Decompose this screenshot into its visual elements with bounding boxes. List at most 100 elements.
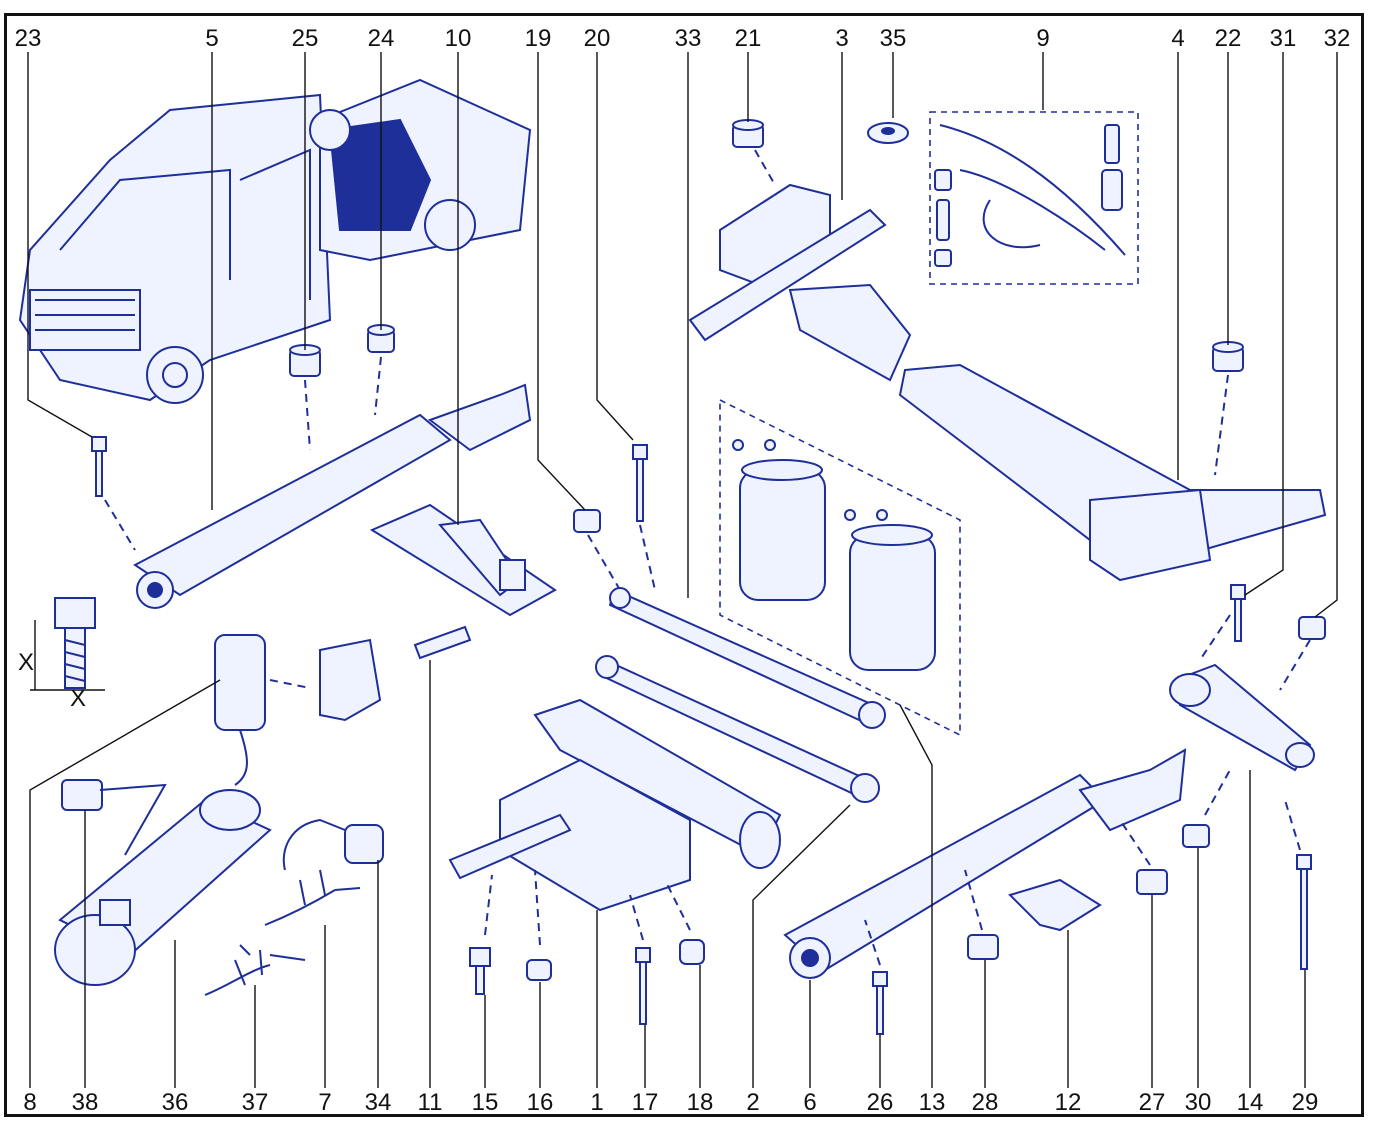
callout-34: 34 [365, 1089, 392, 1116]
cover-bracket [319, 638, 382, 722]
air-spring-kit-13 [719, 398, 961, 737]
dimension-label-x: X [18, 649, 34, 676]
callout-37: 37 [242, 1089, 269, 1116]
nut-32 [1298, 616, 1326, 640]
height-sensor-38 [61, 779, 167, 856]
callout-31: 31 [1270, 25, 1297, 52]
assembly-arrow [304, 379, 311, 451]
callout-10: 10 [445, 25, 472, 52]
nut-21 [732, 119, 764, 148]
callout-27: 27 [1139, 1089, 1166, 1116]
callout-9: 9 [1036, 25, 1049, 52]
harness-37 [204, 944, 306, 996]
nut-30 [1182, 824, 1210, 848]
callout-14: 14 [1237, 1089, 1264, 1116]
bolt-31 [1230, 584, 1246, 642]
actuator-36 [54, 789, 272, 986]
harness-7 [264, 818, 361, 926]
callouts-top: 23 5 25 24 10 19 20 33 21 3 35 9 4 22 31… [15, 25, 1351, 52]
bolt-23 [91, 436, 107, 497]
callout-12: 12 [1055, 1089, 1082, 1116]
bolt-15 [469, 947, 491, 995]
frame-rail-4 [898, 363, 1327, 582]
bolt-17 [635, 947, 651, 1025]
assembly-arrow [639, 524, 656, 591]
callout-29: 29 [1292, 1089, 1319, 1116]
valve-34 [344, 824, 384, 864]
callout-32: 32 [1324, 25, 1351, 52]
spring-bracket-10 [369, 503, 557, 617]
callout-3: 3 [835, 25, 848, 52]
callout-35: 35 [880, 25, 907, 52]
nut-28 [967, 934, 999, 960]
callout-22: 22 [1215, 25, 1242, 52]
callout-36: 36 [162, 1089, 189, 1116]
callout-26: 26 [867, 1089, 894, 1116]
callout-11: 11 [418, 1089, 443, 1116]
control-panel-8 [214, 634, 266, 786]
assembly-arrow [964, 869, 983, 931]
link-rod-33 [608, 587, 886, 729]
hose-kit-9 [929, 111, 1139, 285]
callout-16: 16 [527, 1089, 554, 1116]
assembly-arrow [864, 919, 881, 966]
callout-38: 38 [72, 1089, 99, 1116]
callout-6: 6 [803, 1089, 816, 1116]
callout-8: 8 [23, 1089, 36, 1116]
grommet-18 [679, 939, 705, 965]
assembly-arrow [1119, 819, 1151, 866]
assembly-arrow [269, 679, 311, 689]
assembly-arrow [104, 499, 136, 551]
bolt-29 [1296, 854, 1312, 970]
assembly-arrow [374, 356, 382, 416]
mounting-plate-12 [1008, 878, 1102, 932]
callout-25: 25 [292, 25, 319, 52]
bolt-20 [632, 444, 648, 522]
callout-5: 5 [205, 25, 218, 52]
callout-13: 13 [919, 1089, 946, 1116]
link-rod-2 [595, 655, 880, 803]
assembly-arrow [1199, 614, 1231, 661]
callout-4: 4 [1171, 25, 1184, 52]
callout-15: 15 [472, 1089, 499, 1116]
crossmember-3 [688, 183, 912, 382]
callouts-bottom: 8 38 36 37 7 34 11 15 16 1 17 18 2 6 26 … [23, 1089, 1318, 1116]
assembly-arrow [587, 534, 621, 591]
assembly-arrow [629, 894, 644, 941]
callout-2: 2 [746, 1089, 759, 1116]
dimension-label-x: X [70, 685, 86, 712]
assembly-arrow [1204, 769, 1231, 816]
assembly-arrow [754, 149, 776, 186]
callout-30: 30 [1185, 1089, 1212, 1116]
washer-35 [867, 122, 909, 144]
assembly-arrow [1284, 799, 1301, 851]
assembly-arrow [1279, 639, 1311, 691]
shock-absorber-14 [1169, 663, 1315, 772]
callout-21: 21 [735, 25, 762, 52]
callout-24: 24 [368, 25, 395, 52]
bolt-26 [872, 971, 888, 1035]
bolt-dimension-detail: X X [18, 597, 105, 712]
callout-20: 20 [584, 25, 611, 52]
callout-leaders [27, 52, 1338, 1088]
nut-22 [1212, 341, 1244, 372]
callout-33: 33 [675, 25, 702, 52]
clip-16 [526, 959, 552, 981]
assembly-arrow [1214, 374, 1229, 476]
callout-18: 18 [687, 1089, 714, 1116]
callout-28: 28 [972, 1089, 999, 1116]
leaf-spring-left [133, 383, 532, 609]
assembly-arrow [664, 879, 691, 931]
plate-11 [413, 625, 472, 660]
van-illustration [18, 78, 532, 404]
callout-7: 7 [318, 1089, 331, 1116]
callout-19: 19 [525, 25, 552, 52]
nut-19 [573, 509, 601, 533]
nut-27 [1136, 869, 1168, 895]
assembly-arrow [534, 869, 541, 946]
assembly-arrow [484, 874, 493, 936]
callout-1: 1 [590, 1089, 603, 1116]
callout-23: 23 [15, 25, 42, 52]
callout-17: 17 [632, 1089, 659, 1116]
